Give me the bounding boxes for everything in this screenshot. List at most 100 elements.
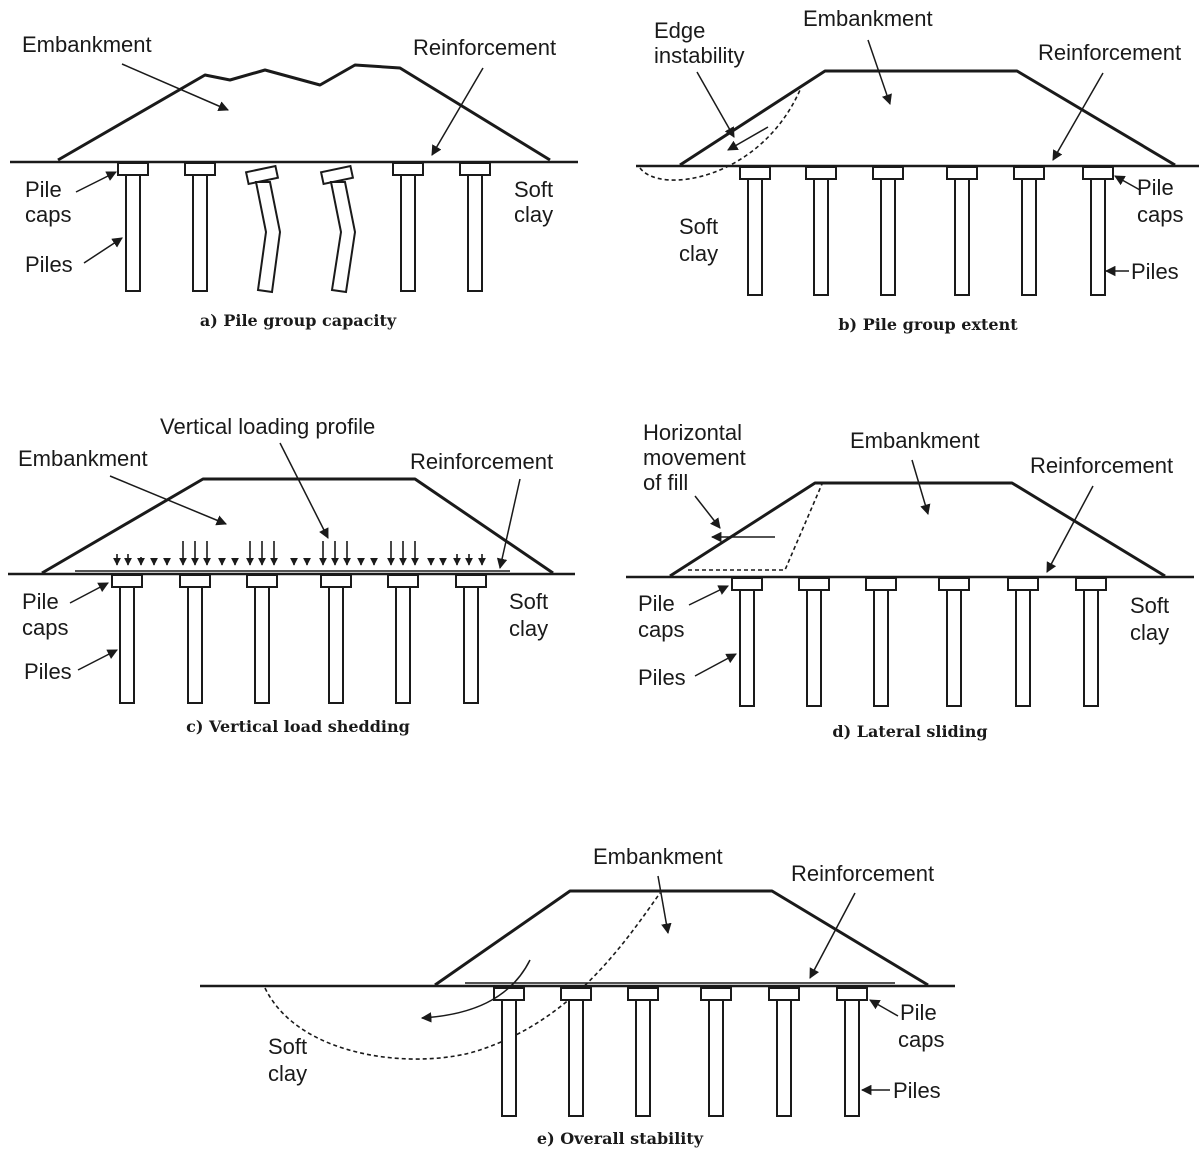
rotation-arrow [420, 959, 531, 1023]
panel-b-edge-instability-label-2: instability [654, 43, 744, 68]
panel-d-horizontal-movement-label-3: of fill [643, 470, 688, 495]
panel-b-embankment-label: Embankment [803, 6, 933, 31]
panel-d-horizontal-movement-label-2: movement [643, 445, 746, 470]
panel-a-embankment-outline [57, 63, 551, 162]
movement-arrow [727, 126, 769, 151]
pile [192, 174, 208, 292]
buckled-pile-cap [244, 164, 280, 186]
panel-a-reinforcement-label: Reinforcement [413, 35, 556, 60]
arrow [688, 585, 729, 606]
arrow [496, 478, 521, 570]
panel-b-piles-label: Piles [1131, 259, 1179, 284]
panel-a-embankment-label: Embankment [22, 32, 152, 57]
panel-b-pile-caps-label-2: caps [1137, 202, 1183, 227]
panel-b-pile-caps-label-1: Pile [1137, 175, 1174, 200]
panel-b-edge-instability-label-1: Edge [654, 18, 705, 43]
arrow [83, 237, 123, 264]
panel-e-embankment-outline [434, 889, 929, 987]
panel-d-horizontal-movement-label-1: Horizontal [643, 420, 742, 445]
panel-a: Embankment Reinforcement Pile caps Piles… [10, 32, 578, 330]
pile-cap [184, 162, 216, 176]
panel-d-caption: d) Lateral sliding [832, 722, 987, 741]
arrow [1046, 485, 1094, 573]
panel-c-caption: c) Vertical load shedding [186, 717, 410, 736]
panel-d: Horizontal movement of fill Embankment R… [626, 420, 1194, 741]
arrow [75, 171, 117, 193]
panel-c-soft-clay-label-2: clay [509, 616, 548, 641]
arrow [911, 459, 931, 516]
panel-c-piles-label: Piles [24, 659, 72, 684]
panel-e-embankment-label: Embankment [593, 844, 723, 869]
panel-d-piles [731, 577, 1107, 707]
panel-c-embankment-label: Embankment [18, 446, 148, 471]
panel-e-soft-clay-label-2: clay [268, 1061, 307, 1086]
panel-d-piles-label: Piles [638, 665, 686, 690]
arrow [696, 71, 735, 138]
arrow [694, 495, 721, 529]
pile-cap [117, 162, 149, 176]
panel-d-soft-clay-label-2: clay [1130, 620, 1169, 645]
panel-e-reinforcement-label: Reinforcement [791, 861, 934, 886]
arrow [1052, 72, 1104, 161]
panel-d-reinforcement-label: Reinforcement [1030, 453, 1173, 478]
panel-a-pile-caps-label-2: caps [25, 202, 71, 227]
arrow [867, 39, 892, 105]
arrow [77, 649, 118, 671]
buckled-pile [254, 181, 282, 294]
panel-e-piles-label: Piles [893, 1078, 941, 1103]
arrow [109, 475, 227, 526]
panel-e-pile-caps-label-1: Pile [900, 1000, 937, 1025]
panel-a-soft-clay-label-1: Soft [514, 177, 553, 202]
arrow [869, 999, 899, 1017]
panel-a-soft-clay-label-2: clay [514, 202, 553, 227]
panel-e-pile-caps-label-2: caps [898, 1027, 944, 1052]
buckled-pile [329, 181, 357, 294]
panel-c: Vertical loading profile Embankment Rein… [8, 414, 575, 736]
arrow [809, 892, 856, 979]
panel-e-caption: e) Overall stability [537, 1129, 704, 1148]
panel-b-soft-clay-label-2: clay [679, 241, 718, 266]
panel-b-piles [739, 166, 1114, 296]
panel-a-piles-label: Piles [25, 252, 73, 277]
panel-c-pile-caps-label-2: caps [22, 615, 68, 640]
panel-d-soft-clay-label-1: Soft [1130, 593, 1169, 618]
panel-e-slip-surface [264, 892, 661, 1060]
arrow [69, 582, 109, 604]
arrow [694, 653, 737, 677]
buckled-pile-cap [319, 164, 355, 186]
panel-a-caption: a) Pile group capacity [200, 311, 397, 330]
arrow [431, 67, 484, 156]
panel-c-vertical-loading-profile-label: Vertical loading profile [160, 414, 375, 439]
arrow [121, 63, 229, 112]
pile [467, 174, 483, 292]
pile [400, 174, 416, 292]
panel-c-piles [111, 574, 487, 704]
panel-b-soft-clay-label-1: Soft [679, 214, 718, 239]
panel-c-pile-caps-label-1: Pile [22, 589, 59, 614]
panel-d-pile-caps-label-1: Pile [638, 591, 675, 616]
panel-c-reinforcement-label: Reinforcement [410, 449, 553, 474]
panel-b-reinforcement-label: Reinforcement [1038, 40, 1181, 65]
panel-e-piles [493, 987, 868, 1117]
panel-a-piles [117, 162, 491, 294]
panel-b-caption: b) Pile group extent [838, 315, 1018, 334]
arrow [279, 442, 329, 539]
panel-c-loading-arrows [113, 541, 486, 566]
panel-c-embankment-outline [41, 477, 554, 575]
panel-e: Embankment Reinforcement Soft clay Pile … [200, 844, 955, 1148]
panel-d-embankment-label: Embankment [850, 428, 980, 453]
panel-c-soft-clay-label-1: Soft [509, 589, 548, 614]
panel-b-embankment-outline [679, 69, 1176, 167]
panel-b: Edge instability Embankment Reinforcemen… [636, 6, 1199, 334]
pile [125, 174, 141, 292]
panel-d-pile-caps-label-2: caps [638, 617, 684, 642]
arrow [1114, 175, 1141, 191]
arrow [657, 875, 672, 935]
panel-a-pile-caps-label-1: Pile [25, 177, 62, 202]
pile-cap [392, 162, 424, 176]
panel-d-sliding-wedge [688, 483, 823, 571]
panel-e-soft-clay-label-1: Soft [268, 1034, 307, 1059]
pile-cap [459, 162, 491, 176]
panel-d-embankment-outline [669, 481, 1166, 578]
